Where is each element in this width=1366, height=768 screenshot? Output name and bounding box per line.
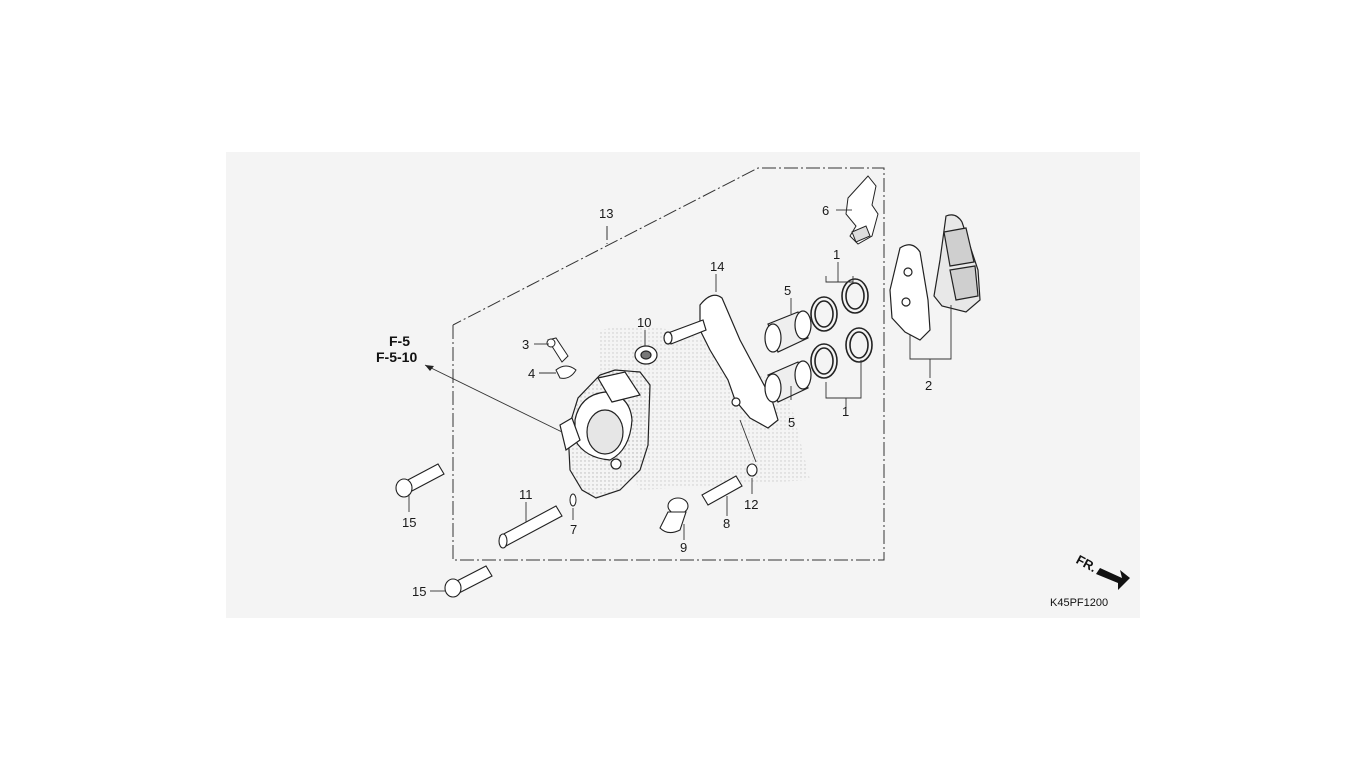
callout-13: 13 [599,206,614,221]
leader-lines [408,209,952,592]
callout-3: 3 [522,337,530,352]
piston-seals [810,278,873,379]
reference-label-f5-10: F-5-10 [376,349,418,365]
pad-spring [845,175,879,245]
callout-9: 9 [680,540,688,555]
callout-2: 2 [925,378,933,393]
callout-10: 10 [637,315,652,330]
bleed-screw [546,337,577,379]
watermark-dots [600,326,810,490]
mounting-bolts [395,463,493,598]
figure-code: K45PF1200 [1050,597,1109,609]
pin-bolt [498,505,563,549]
callout-12: 12 [744,497,759,512]
callout-15-bottom: 15 [412,584,427,599]
callout-11: 11 [519,487,533,502]
reference-label-f5: F-5 [389,333,410,349]
callout-1-bottom: 1 [842,404,850,419]
pistons [764,310,812,403]
callout-5-bottom: 5 [788,415,796,430]
callout-14: 14 [710,259,725,274]
callout-1-top: 1 [833,247,841,262]
pin-boot [634,345,658,365]
callout-8: 8 [723,516,731,531]
washer [569,493,577,507]
front-direction-arrow-icon [1096,568,1130,590]
bracket-pin [701,463,758,506]
brake-pads [889,214,981,341]
caliper-bracket [663,294,779,429]
caliper-body [559,369,651,499]
assembly-boundary [452,167,885,561]
callout-7: 7 [570,522,578,537]
callout-4: 4 [528,366,536,381]
callout-15-top: 15 [402,515,417,530]
reference-arrow-head [425,365,434,371]
callout-5-top: 5 [784,283,792,298]
caliper-pin [659,497,689,534]
callout-6: 6 [822,203,830,218]
